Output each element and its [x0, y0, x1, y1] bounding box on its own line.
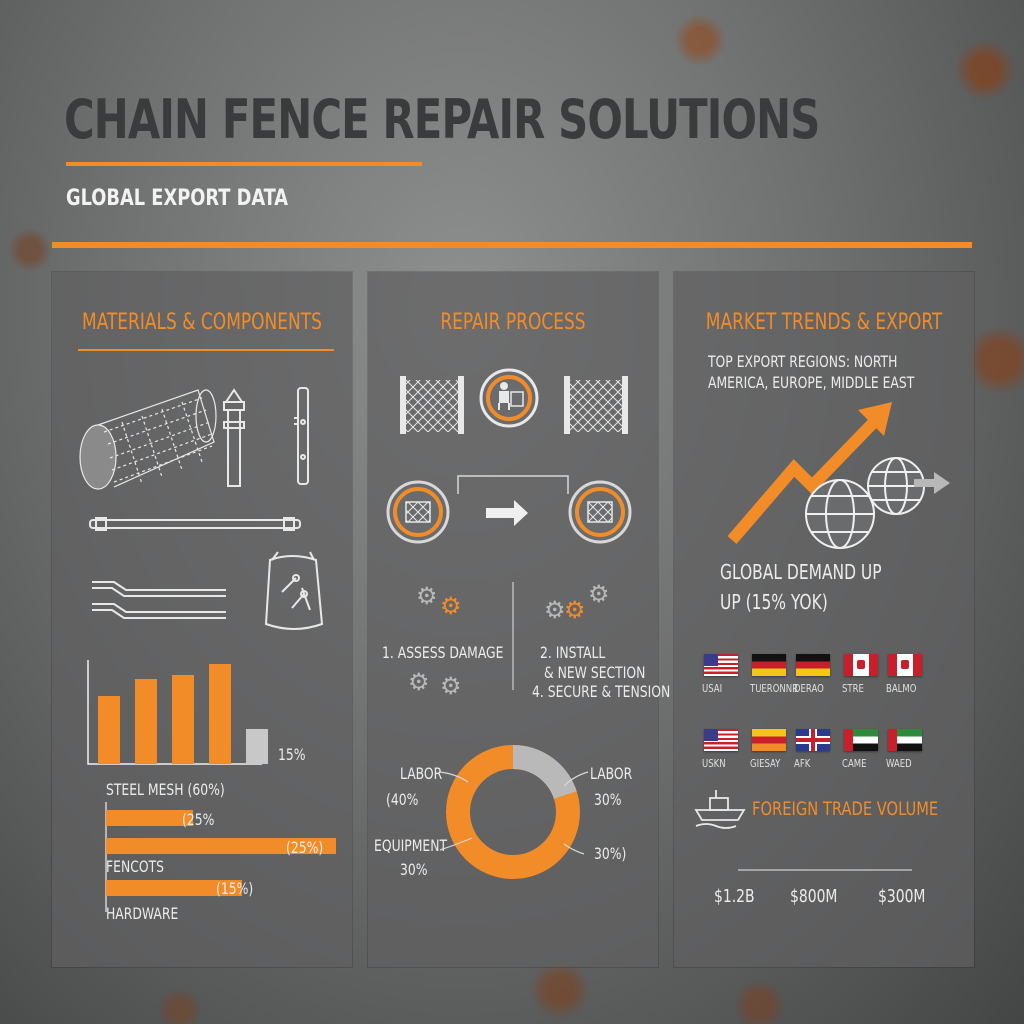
title-underline	[66, 162, 422, 166]
donut-value-labor-right: 30%	[594, 790, 622, 809]
donut-leader-lines	[439, 771, 589, 855]
repair-illustrations: ⚙ ⚙ ⚙ ⚙ ⚙ ⚙ ⚙	[386, 368, 632, 879]
svg-text:⚙: ⚙	[544, 596, 566, 624]
material-bar	[135, 679, 157, 764]
breakdown-bar	[106, 810, 193, 826]
flag-ae-icon	[844, 729, 878, 751]
cargo-ship-icon	[694, 790, 746, 829]
bar-chart-bars	[98, 664, 268, 764]
donut-value-labor-left: (40%	[386, 790, 419, 809]
breakdown-label-steel-mesh: STEEL MESH (60%)	[106, 780, 225, 799]
new-fence-icon	[564, 376, 628, 434]
old-section-icon	[386, 480, 450, 544]
donut-grey-segment	[512, 745, 577, 800]
breakdown-label-hardware: HARDWARE	[106, 904, 179, 923]
gears-icon: ⚙ ⚙ ⚙ ⚙ ⚙ ⚙ ⚙	[408, 580, 610, 700]
breakdown-pct: (25%)	[286, 838, 324, 857]
materials-panel: MATERIALS & COMPONENTS	[52, 272, 352, 967]
material-bar	[98, 696, 120, 764]
flag-label: GIESAY	[750, 757, 781, 770]
flag-label: BALMO	[886, 682, 917, 695]
export-regions-line1: TOP EXPORT REGIONS: NORTH	[708, 352, 898, 371]
flag-label: AFK	[794, 757, 811, 770]
svg-text:⚙: ⚙	[440, 592, 462, 620]
flag-label: STRE	[842, 682, 864, 695]
trend-arrow-icon	[727, 402, 892, 544]
breakdown-bar	[106, 838, 336, 854]
post-bracket-icon	[294, 387, 309, 485]
donut-value-right-bottom: 30%)	[594, 844, 627, 863]
flag-de-icon	[796, 654, 830, 676]
trade-volume-title: FOREIGN TRADE VOLUME	[752, 798, 939, 820]
flag-uk-icon	[796, 729, 830, 751]
flag-ch-icon	[752, 729, 786, 751]
flag-label: TUERONNR	[750, 682, 799, 695]
flag-ae-icon	[888, 729, 922, 751]
donut-label-labor-left: LABOR	[400, 764, 443, 783]
flag-label: USAI	[702, 682, 723, 695]
donut-value-equipment: 30%	[400, 860, 428, 879]
flag-label: USKN	[702, 757, 726, 770]
fence-post-icon	[223, 388, 245, 487]
svg-text:⚙: ⚙	[416, 582, 438, 610]
bar-chart-pct-label: 15%	[278, 745, 306, 764]
repair-panel: REPAIR PROCESS	[368, 272, 670, 967]
page-title: CHAIN FENCE REPAIR SOLUTIONS	[64, 88, 820, 151]
hardware-bag-icon	[264, 551, 324, 630]
breakdown-bar	[106, 880, 242, 896]
trade-value-1: $1.2B	[714, 886, 755, 907]
repair-title: REPAIR PROCESS	[440, 310, 586, 335]
flag-us-icon	[704, 654, 738, 676]
material-bar	[246, 729, 268, 764]
svg-text:⚙: ⚙	[588, 580, 610, 608]
flag-label: DERAO	[794, 682, 824, 695]
flag-ca-icon	[888, 654, 922, 676]
cost-donut-chart	[446, 745, 580, 879]
global-demand-line1: GLOBAL DEMAND UP	[720, 560, 882, 584]
bar-chart-axes	[87, 660, 262, 765]
mesh-roll-icon	[79, 389, 217, 490]
market-title: MARKET TRENDS & EXPORT	[705, 310, 943, 335]
svg-text:⚙: ⚙	[408, 668, 430, 696]
materials-title-underline	[78, 349, 334, 351]
export-regions-line2: AMERICA, EUROPE, MIDDLE EAST	[708, 373, 915, 392]
damaged-fence-icon	[400, 376, 464, 434]
material-bar	[172, 675, 194, 764]
arrow-right-icon	[914, 472, 950, 494]
global-demand-line2: UP (15% YOK)	[720, 590, 828, 614]
materials-title: MATERIALS & COMPONENTS	[82, 310, 322, 335]
page-subtitle: GLOBAL EXPORT DATA	[66, 186, 289, 211]
flag-label: CAME	[842, 757, 867, 770]
top-rail-icon	[89, 517, 301, 531]
step-new-section: & NEW SECTION	[544, 663, 646, 682]
flag-de-icon	[752, 654, 786, 676]
step-assess-damage: 1. ASSESS DAMAGE	[382, 643, 504, 662]
trade-value-2: $800M	[790, 886, 838, 907]
arrow-right-icon	[486, 500, 528, 526]
flag-ca-icon	[844, 654, 878, 676]
breakdown-label-fencots: FENCOTS	[106, 857, 165, 876]
step-install: 2. INSTALL	[540, 643, 606, 662]
new-section-icon	[568, 480, 632, 544]
worker-icon	[479, 368, 539, 428]
header-divider	[52, 242, 972, 248]
svg-text:⚙: ⚙	[440, 672, 462, 700]
step-secure-tension: 4. SECURE & TENSION	[532, 682, 671, 701]
trade-value-3: $300M	[878, 886, 926, 907]
tension-wire-icon	[92, 581, 226, 619]
globe-icon	[867, 457, 925, 515]
flag-label: WAED	[886, 757, 912, 770]
flag-us-icon	[704, 729, 738, 751]
material-bar	[209, 664, 231, 764]
materials-illustrations	[79, 387, 324, 912]
market-panel: MARKET TRENDS & EXPORT TOP EXPORT REGION…	[674, 272, 974, 967]
svg-text:⚙: ⚙	[564, 596, 586, 624]
donut-label-labor-right: LABOR	[590, 764, 633, 783]
globe-icon	[805, 479, 875, 549]
donut-label-equipment: EQUIPMENT	[374, 836, 448, 855]
breakdown-pct: (15%)	[216, 879, 254, 898]
breakdown-pct: (25%	[182, 810, 215, 829]
market-illustrations	[694, 402, 950, 871]
